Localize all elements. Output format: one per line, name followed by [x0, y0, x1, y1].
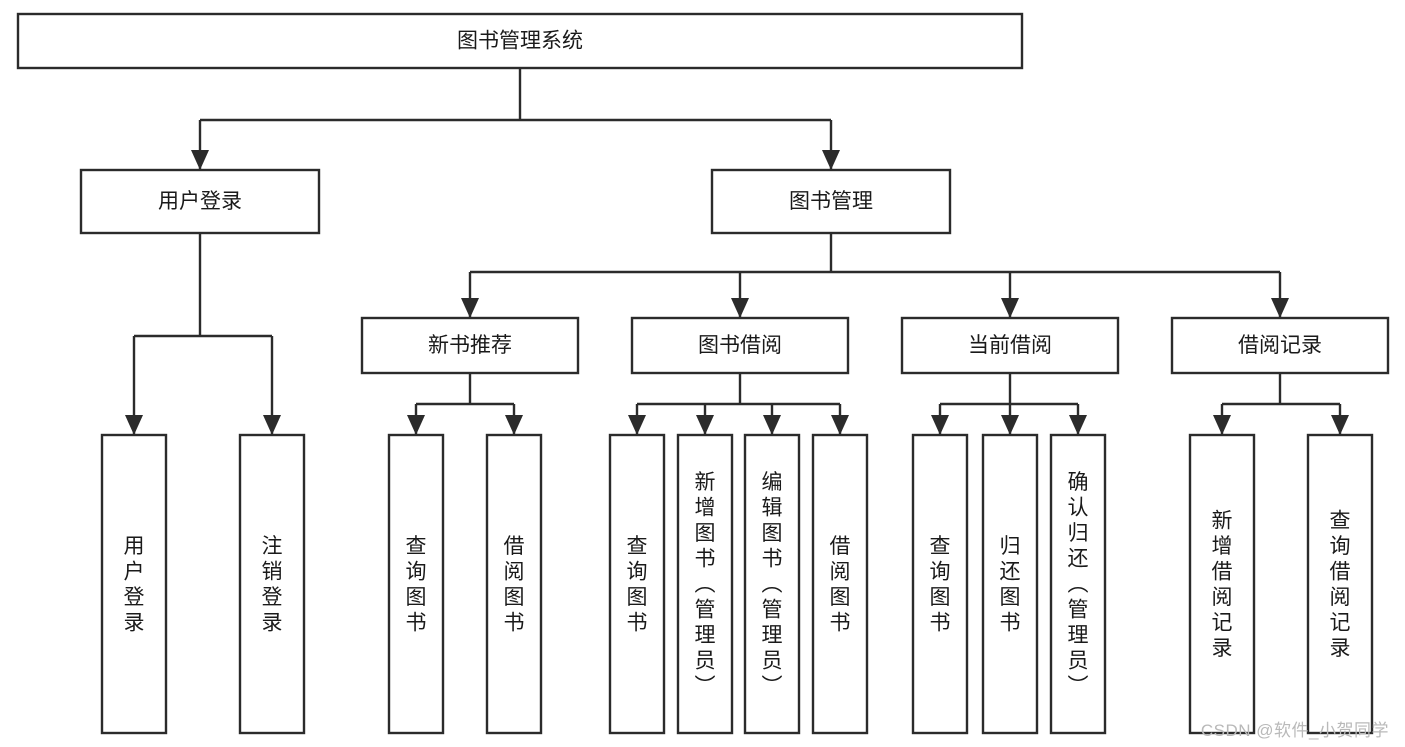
level2-node-0[interactable]: 用户登录	[79, 168, 321, 235]
level3-node-1[interactable]: 图书借阅	[630, 316, 850, 375]
book-mgmt-to-level3-arrow-1	[731, 298, 749, 318]
leaf-node-6[interactable]: 编辑图书︵管理员︶	[743, 433, 801, 735]
level3-node-3-label: 借阅记录	[1238, 334, 1322, 357]
level2-node-1[interactable]: 图书管理	[710, 168, 952, 235]
leaf-node-12[interactable]: 查询借阅记录	[1306, 433, 1374, 735]
leaf-node-11-box[interactable]	[1188, 433, 1256, 735]
leaf-node-2[interactable]: 查询图书	[387, 433, 445, 735]
root-node-book-management-system-box[interactable]	[16, 12, 1024, 70]
level3-1-to-leaves-arrow-3	[831, 415, 849, 435]
leaf-node-0-box[interactable]	[100, 433, 168, 735]
level3-node-0-box[interactable]	[360, 316, 580, 375]
leaf-node-5-box[interactable]	[676, 433, 734, 735]
leaf-node-6-box[interactable]	[743, 433, 801, 735]
leaf-node-5-label: 新增图书︵管理员︶	[695, 471, 716, 698]
book-mgmt-to-level3-arrow-3	[1271, 298, 1289, 318]
leaf-node-3-label: 借阅图书	[504, 535, 525, 635]
leaf-node-2-label: 查询图书	[406, 535, 427, 635]
leaf-node-10-box[interactable]	[1049, 433, 1107, 735]
level2-node-1-label: 图书管理	[789, 190, 873, 213]
leaf-node-9-label: 归还图书	[1000, 535, 1021, 635]
leaf-node-4-box[interactable]	[608, 433, 666, 735]
level3-0-to-leaves-arrow-1	[505, 415, 523, 435]
level3-1-to-leaves-arrow-2	[763, 415, 781, 435]
leaf-node-1-label: 注销登录	[262, 535, 283, 635]
leaf-node-1[interactable]: 注销登录	[238, 433, 306, 735]
level3-node-1-label: 图书借阅	[698, 334, 782, 357]
leaf-node-5[interactable]: 新增图书︵管理员︶	[676, 433, 734, 735]
level3-node-3-box[interactable]	[1170, 316, 1390, 375]
level3-node-1-box[interactable]	[630, 316, 850, 375]
leaf-node-11[interactable]: 新增借阅记录	[1188, 433, 1256, 735]
level3-1-to-leaves-arrow-0	[628, 415, 646, 435]
user-login-to-leaves-arrow-0	[125, 415, 143, 435]
level3-node-2[interactable]: 当前借阅	[900, 316, 1120, 375]
leaf-node-12-label: 查询借阅记录	[1330, 509, 1351, 660]
leaf-node-9-box[interactable]	[981, 433, 1039, 735]
level3-3-to-leaves-arrow-1	[1331, 415, 1349, 435]
leaf-node-8[interactable]: 查询图书	[911, 433, 969, 735]
leaf-node-10[interactable]: 确认归还︵管理员︶	[1049, 433, 1107, 735]
connector-layer	[125, 68, 1349, 435]
leaf-node-7-label: 借阅图书	[830, 535, 851, 635]
leaf-node-9[interactable]: 归还图书	[981, 433, 1039, 735]
leaf-node-0[interactable]: 用户登录	[100, 433, 168, 735]
root-node-book-management-system-label: 图书管理系统	[457, 30, 583, 53]
level3-node-2-box[interactable]	[900, 316, 1120, 375]
leaf-node-0-label: 用户登录	[124, 535, 145, 635]
node-layer: 图书管理系统用户登录图书管理新书推荐图书借阅当前借阅借阅记录用户登录注销登录查询…	[16, 12, 1390, 735]
user-login-to-leaves-arrow-1	[263, 415, 281, 435]
level2-node-1-box[interactable]	[710, 168, 952, 235]
root-to-level2-arrow-1	[822, 150, 840, 170]
level2-node-0-box[interactable]	[79, 168, 321, 235]
level3-1-to-leaves-arrow-1	[696, 415, 714, 435]
leaf-node-8-box[interactable]	[911, 433, 969, 735]
leaf-node-3[interactable]: 借阅图书	[485, 433, 543, 735]
level3-node-0-label: 新书推荐	[428, 334, 512, 357]
level3-2-to-leaves-arrow-1	[1001, 415, 1019, 435]
level2-node-0-label: 用户登录	[158, 190, 242, 213]
leaf-node-10-label: 确认归还︵管理员︶	[1068, 471, 1089, 698]
root-to-level2-arrow-0	[191, 150, 209, 170]
book-mgmt-to-level3-arrow-2	[1001, 298, 1019, 318]
level3-0-to-leaves-arrow-0	[407, 415, 425, 435]
root-node-book-management-system[interactable]: 图书管理系统	[16, 12, 1024, 70]
leaf-node-3-box[interactable]	[485, 433, 543, 735]
leaf-node-7[interactable]: 借阅图书	[811, 433, 869, 735]
leaf-node-6-label: 编辑图书︵管理员︶	[762, 471, 783, 698]
leaf-node-8-label: 查询图书	[930, 535, 951, 635]
leaf-node-12-box[interactable]	[1306, 433, 1374, 735]
leaf-node-4[interactable]: 查询图书	[608, 433, 666, 735]
leaf-node-4-label: 查询图书	[627, 535, 648, 635]
leaf-node-2-box[interactable]	[387, 433, 445, 735]
leaf-node-1-box[interactable]	[238, 433, 306, 735]
leaf-node-7-box[interactable]	[811, 433, 869, 735]
level3-2-to-leaves-arrow-0	[931, 415, 949, 435]
level3-2-to-leaves-arrow-2	[1069, 415, 1087, 435]
level3-node-2-label: 当前借阅	[968, 334, 1052, 357]
book-mgmt-to-level3-arrow-0	[461, 298, 479, 318]
level3-node-3[interactable]: 借阅记录	[1170, 316, 1390, 375]
level3-node-0[interactable]: 新书推荐	[360, 316, 580, 375]
level3-3-to-leaves-arrow-0	[1213, 415, 1231, 435]
watermark-label: CSDN @软件_小贺同学	[1200, 721, 1389, 740]
leaf-node-11-label: 新增借阅记录	[1212, 509, 1233, 660]
